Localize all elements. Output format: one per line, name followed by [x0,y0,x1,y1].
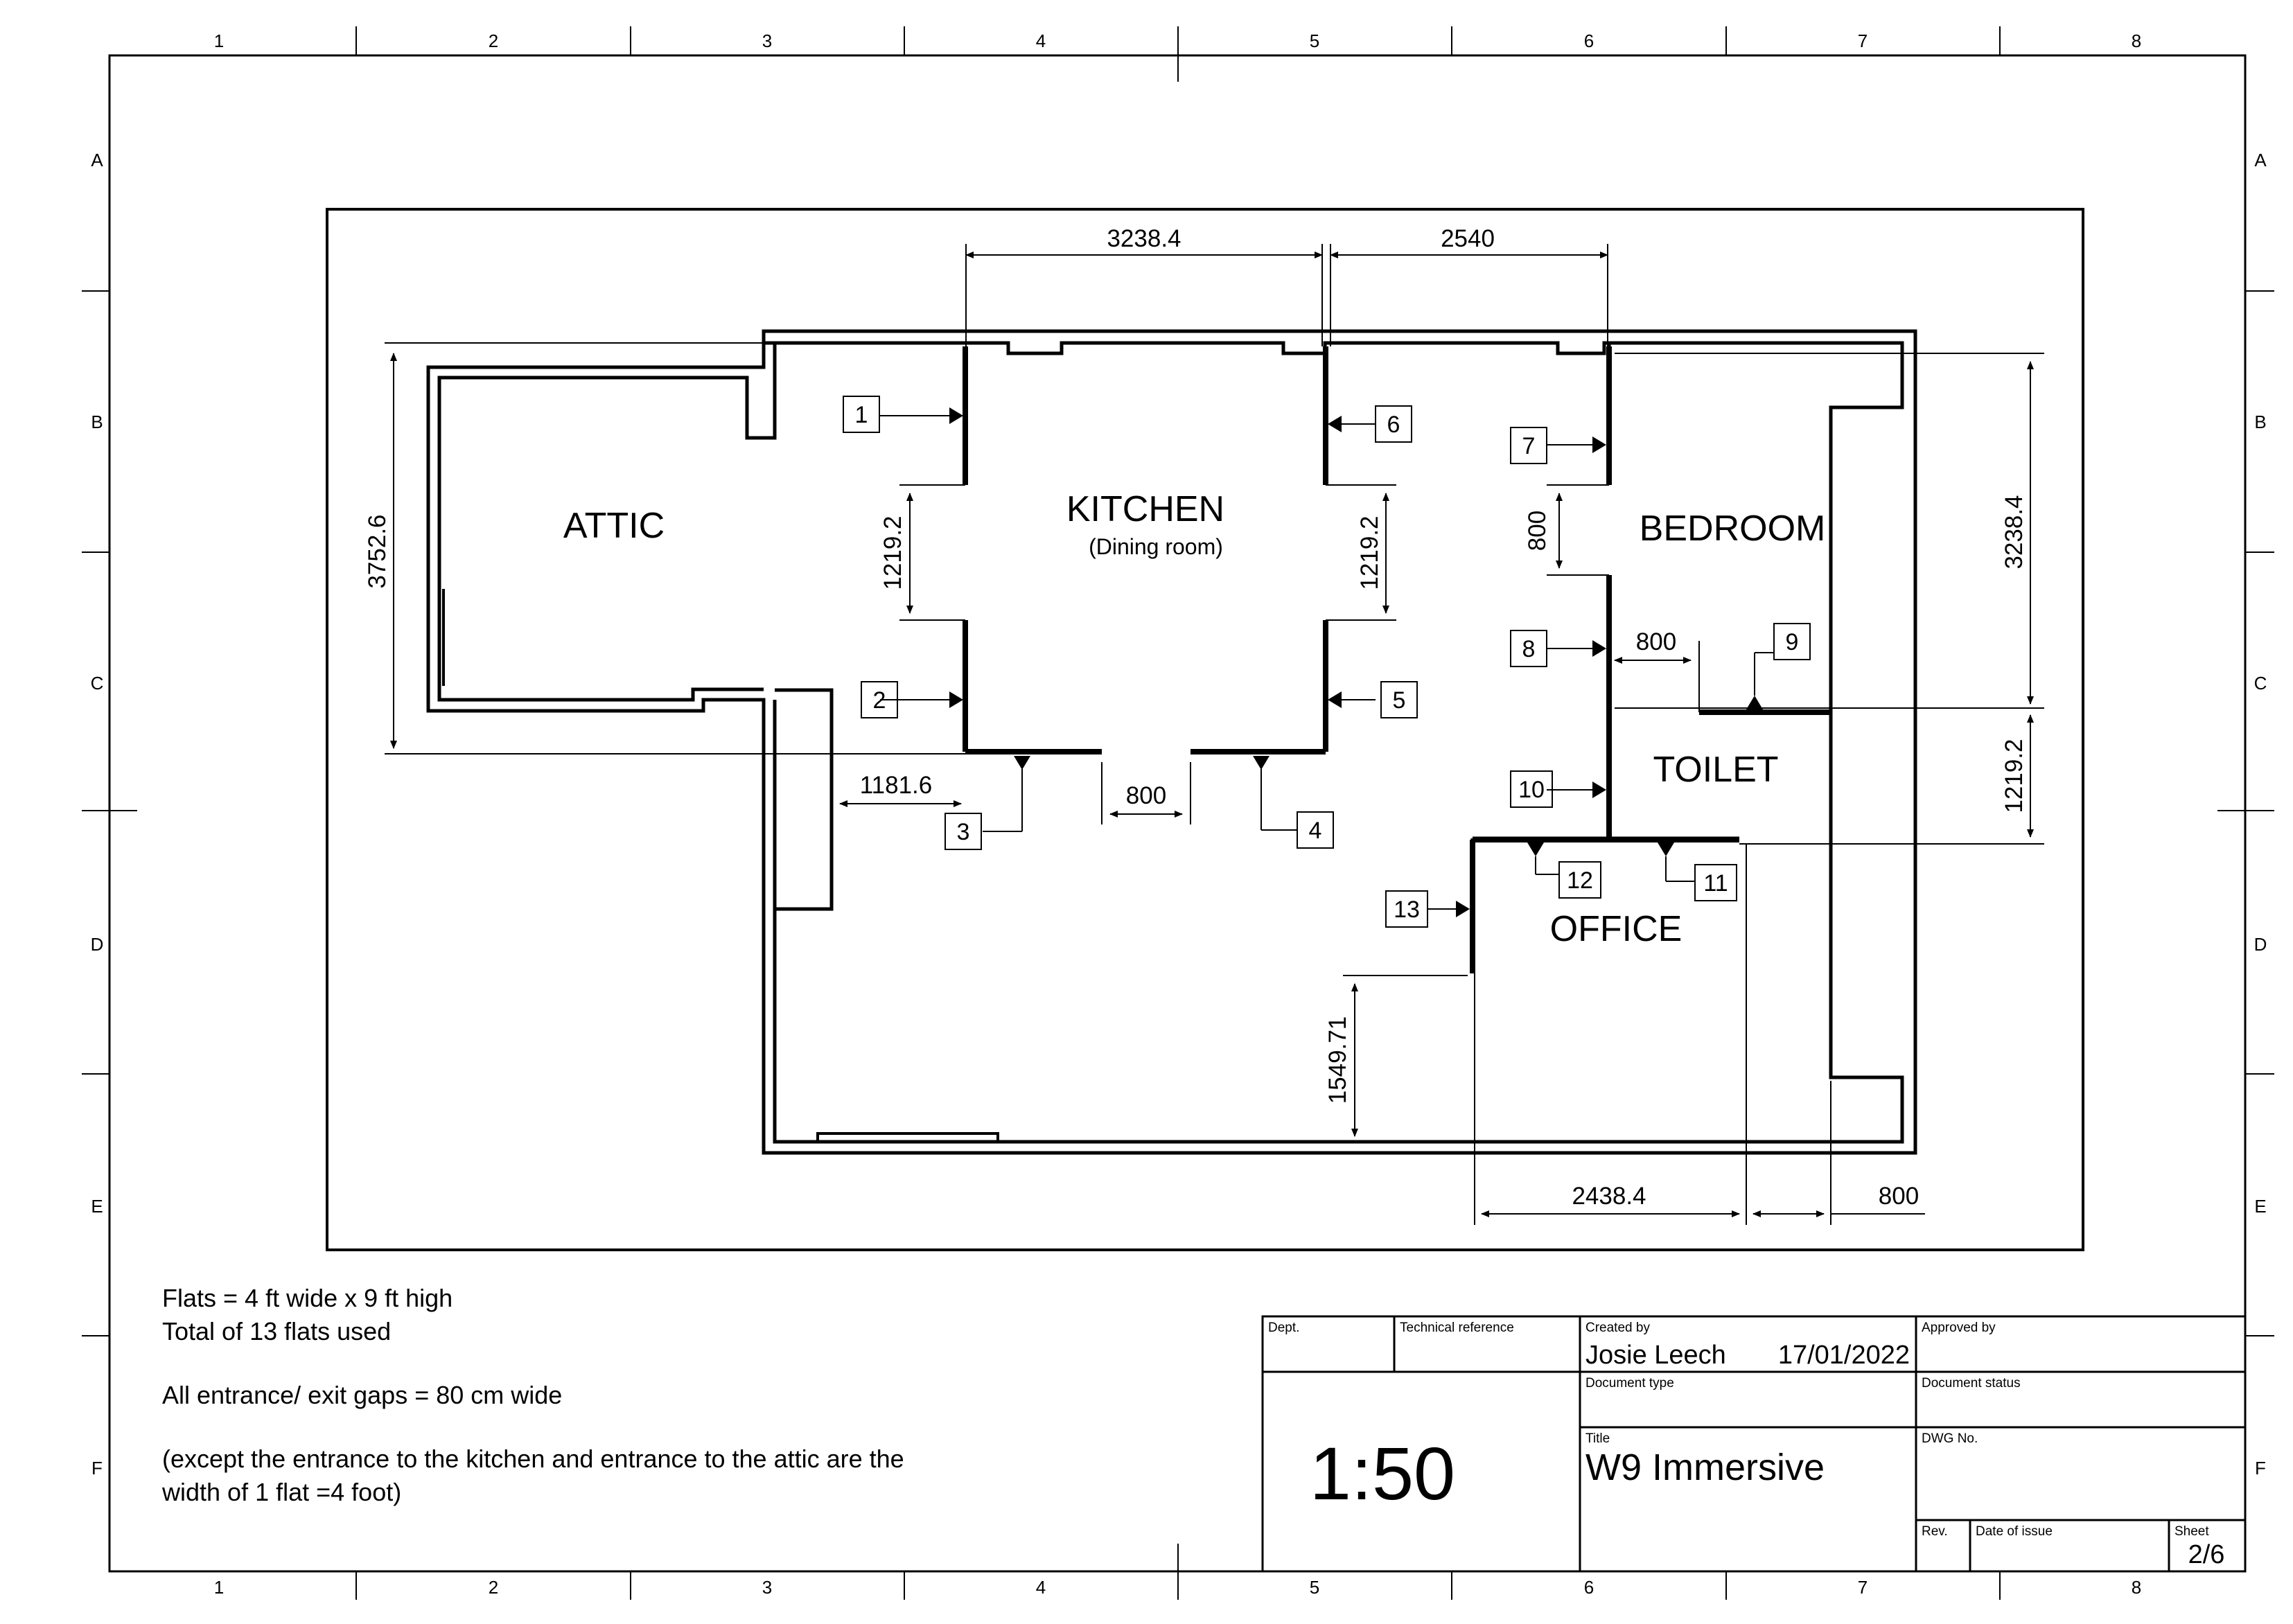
dimension-label: 1219.2 [1356,515,1383,590]
row-label: F [91,1458,103,1479]
dimension-label: 1549.71 [1324,1016,1351,1104]
dimension-label: 2438.4 [1572,1183,1646,1210]
flat-number: 8 [1522,636,1536,662]
row-label: C [91,673,104,694]
flat-number: 10 [1518,777,1545,803]
note-line: Total of 13 flats used [162,1317,391,1345]
flat-number: 11 [1703,870,1728,897]
dimension-label: 800 [1524,511,1551,551]
col-label: 6 [1584,1577,1594,1598]
row-label: B [91,412,103,432]
created-date-value: 17/01/2022 [1778,1341,1910,1370]
flat-number: 9 [1786,629,1799,655]
doc-status-label: Document status [1922,1376,2021,1391]
drawing-title: W9 Immersive [1585,1447,1825,1488]
drawing-frame [326,208,2084,1251]
flat-numbers: 1 2 3 4 5 6 7 8 9 10 11 12 13 [855,402,1799,923]
note-line: All entrance/ exit gaps = 80 cm wide [162,1381,562,1409]
sheet-label: Sheet [2175,1524,2209,1539]
note-line: Flats = 4 ft wide x 9 ft high [162,1284,453,1312]
approved-by-label: Approved by [1922,1321,1996,1335]
row-label: C [2254,673,2267,694]
flats [963,346,1831,973]
border-references: 1 2 3 4 5 6 7 8 1 2 3 4 5 6 7 8 A B C D … [91,30,2267,1598]
walls [426,329,1917,1155]
col-label: 7 [1858,30,1868,51]
row-label: E [2254,1196,2266,1217]
row-label: D [2254,934,2267,955]
flat-number-boxes [843,396,1811,928]
dimension-label: 3238.4 [1107,225,1181,252]
flat-number: 5 [1393,687,1406,714]
col-label: 5 [1310,1577,1319,1598]
flat-number: 1 [855,402,868,428]
col-label: 4 [1036,1577,1046,1598]
dimension-label: 1219.2 [879,515,906,590]
room-labels: ATTIC KITCHEN (Dining room) BEDROOM TOIL… [563,489,1826,949]
sheet-number: 2/6 [2188,1540,2225,1569]
created-by-label: Created by [1585,1321,1650,1335]
col-label: 2 [489,30,498,51]
drawing-scale: 1:50 [1310,1431,1455,1515]
sheet-frame [82,26,2274,1600]
note-line: width of 1 flat =4 foot) [161,1478,401,1506]
dimension-label: 800 [1126,782,1166,809]
flat-number: 2 [873,687,886,714]
room-label-office: OFFICE [1550,909,1683,949]
flat-markers: 1 2 3 4 5 6 7 8 9 10 11 12 13 [843,396,1811,928]
room-label-toilet: TOILET [1653,750,1778,790]
dimension-lines [385,244,2044,1225]
col-label: 3 [762,1577,772,1598]
row-label: E [91,1196,103,1217]
flat-marker-triangles [949,407,1763,917]
flat-number: 13 [1394,897,1420,923]
dimension-label: 3752.6 [364,514,391,588]
dept-label: Dept. [1268,1321,1299,1335]
col-label: 3 [762,30,772,51]
col-label: 6 [1584,30,1594,51]
row-label: F [2255,1458,2266,1479]
flat-number: 12 [1567,867,1593,894]
col-label: 4 [1036,30,1046,51]
row-label: A [2254,150,2267,170]
room-label-kitchen: KITCHEN [1066,489,1224,529]
dimension-labels: 3238.4 2540 3752.6 1219.2 1219.2 800 323… [364,225,2028,1210]
notes: Flats = 4 ft wide x 9 ft high Total of 1… [161,1284,904,1506]
flat-number: 7 [1522,433,1536,459]
room-label-kitchen-sub: (Dining room) [1089,534,1223,559]
room-label-bedroom: BEDROOM [1640,509,1826,549]
flat-marker-leaders [880,415,1774,910]
note-line: (except the entrance to the kitchen and … [162,1445,904,1473]
room-label-attic: ATTIC [563,506,665,546]
dimension-label: 1219.2 [2001,739,2028,813]
date-issue-label: Date of issue [1976,1524,2053,1539]
col-label: 1 [214,30,224,51]
row-label: D [91,934,104,955]
col-label: 2 [489,1577,498,1598]
dwg-label: DWG No. [1922,1431,1978,1446]
created-by-value: Josie Leech [1585,1341,1726,1370]
dimension-label: 800 [1879,1183,1919,1210]
dimension-label: 1181.6 [860,772,932,799]
row-label: A [91,150,103,170]
title-block: Dept. Technical reference Created by App… [1261,1315,2247,1573]
dimension-label: 2540 [1441,225,1495,252]
rev-label: Rev. [1922,1524,1948,1539]
flat-number: 3 [957,819,970,845]
doc-type-label: Document type [1585,1376,1674,1391]
dimension-label: 800 [1636,628,1676,655]
flat-number: 6 [1387,412,1400,438]
title-label: Title [1585,1431,1610,1446]
dimension-label: 3238.4 [2001,495,2028,569]
col-label: 5 [1310,30,1319,51]
row-label: B [2254,412,2266,432]
col-label: 1 [214,1577,224,1598]
col-label: 8 [2132,30,2141,51]
tech-ref-label: Technical reference [1400,1321,1514,1335]
col-label: 7 [1858,1577,1868,1598]
flat-number: 4 [1309,818,1322,844]
col-label: 8 [2132,1577,2141,1598]
